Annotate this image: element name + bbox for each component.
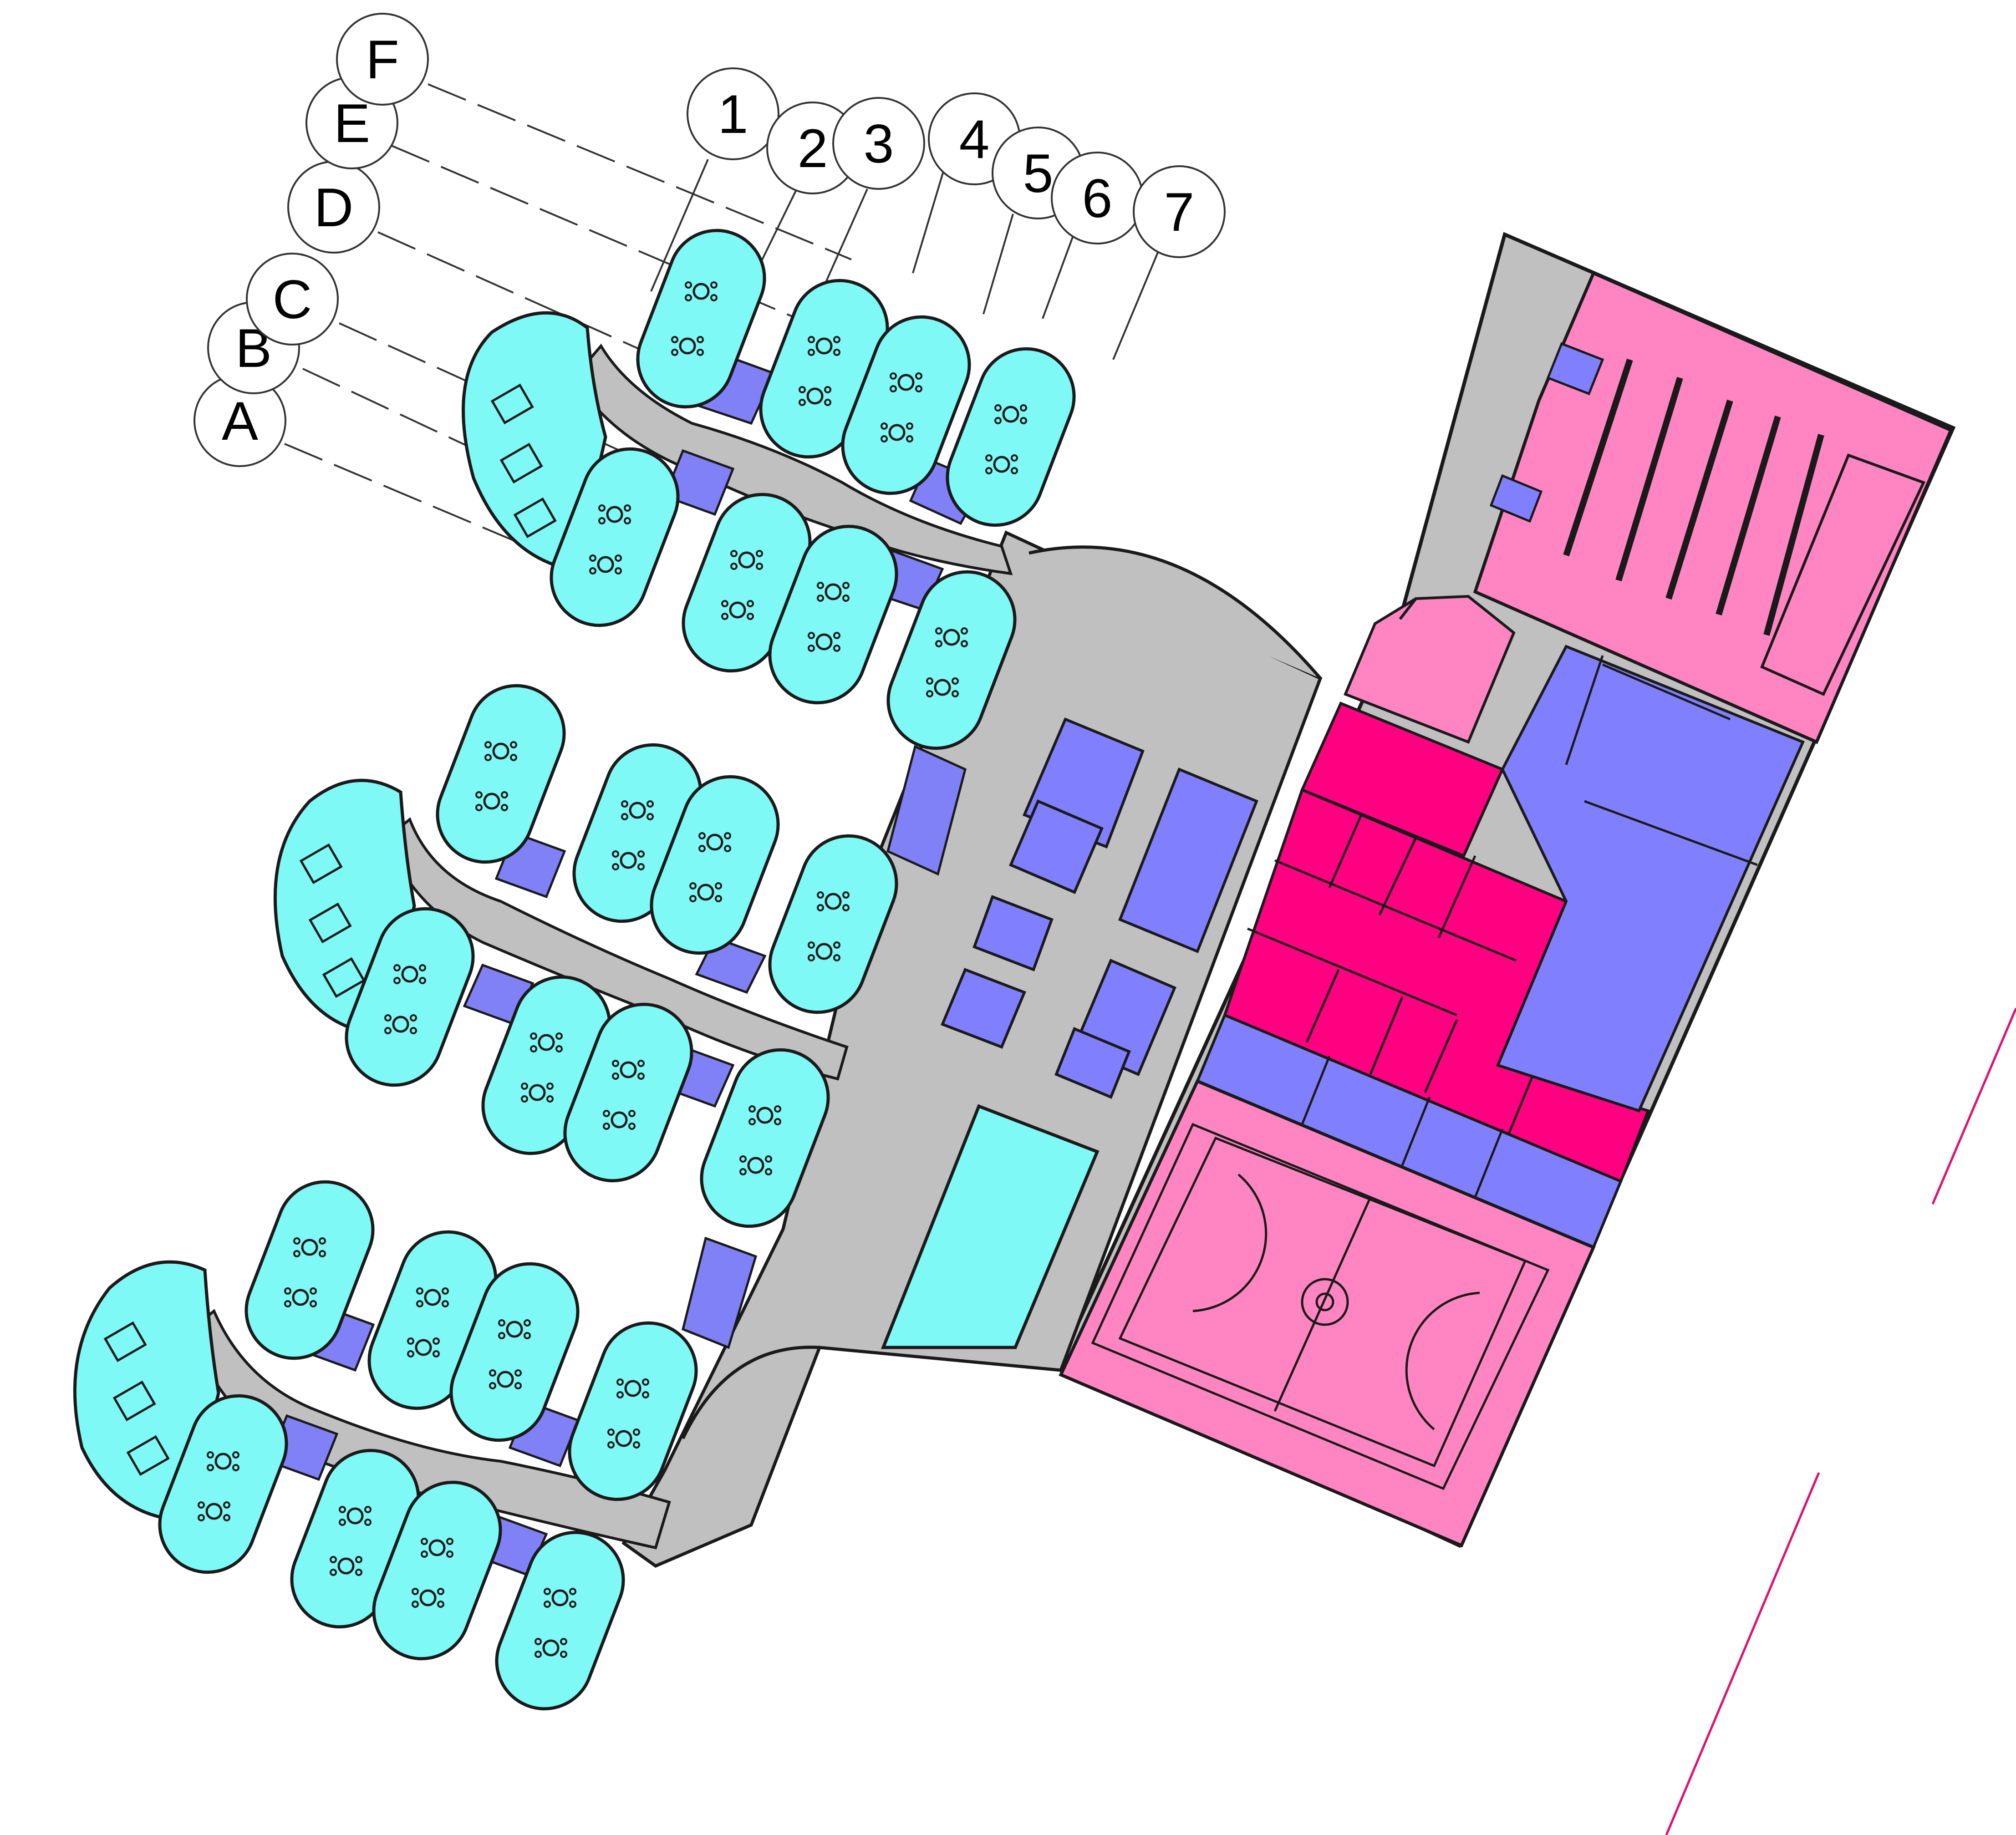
staff-room: [1344, 595, 1516, 744]
changing-partitions: [1301, 1056, 1504, 1198]
grid-bubbles-letters: A B C D E F: [193, 13, 429, 467]
support-partitions: [1565, 655, 1758, 866]
hall-store-1: [1546, 342, 1604, 396]
grid-label-f: F: [366, 29, 399, 90]
grid-bubble-6: 6: [1051, 152, 1144, 244]
central-hub: [621, 530, 1323, 1568]
site-boundary-lower: [1665, 1472, 1820, 1835]
grid-bubble-c: C: [246, 253, 339, 346]
grid-label-c: C: [273, 269, 312, 330]
grid-label-7: 7: [1164, 182, 1195, 243]
grid-label-d: D: [314, 177, 354, 238]
grid-label-2: 2: [798, 118, 828, 179]
south-curve: [681, 1346, 820, 1439]
grid-bubbles-numbers: 1 2 3 4 5 6 7: [687, 67, 1226, 258]
hub-room-5: [941, 968, 1026, 1049]
seating-rows: [1563, 358, 1824, 636]
stage: [1760, 453, 1926, 696]
grid-label-e: E: [334, 93, 370, 154]
grid-bubble-d: D: [287, 161, 380, 254]
entry-canopy: [1028, 545, 1322, 680]
east-corridor-edge: [1399, 598, 1417, 620]
grid-bubble-7: 7: [1133, 165, 1226, 258]
site-boundary-upper: [1931, 1008, 2016, 1205]
hub-room-3: [1118, 768, 1258, 953]
hub-room-2: [1009, 799, 1104, 894]
grid-label-6: 6: [1082, 168, 1113, 229]
admin-partitions: [1247, 814, 1540, 1139]
hall-store-2: [1489, 474, 1543, 523]
grid-bubble-2: 2: [766, 102, 859, 194]
basketball-court: [1091, 1123, 1550, 1490]
east-block: [1058, 232, 1956, 1548]
grid-bubble-a: A: [193, 374, 286, 467]
grid-label-a: A: [222, 391, 258, 452]
grid-label-1: 1: [718, 84, 748, 145]
library: [881, 1104, 1100, 1349]
grid-bubble-1: 1: [687, 67, 779, 160]
commons-tables: [103, 383, 557, 1476]
support-area: [1496, 645, 1805, 1113]
commons-top: [462, 311, 607, 571]
gymnasium: [1059, 1079, 1596, 1548]
admin-suite-top: [1300, 701, 1505, 858]
spine-middle: [385, 817, 849, 1081]
grid-label-5: 5: [1023, 143, 1054, 204]
grid-bubble-3: 3: [832, 97, 925, 190]
hub-room-7: [1054, 1027, 1131, 1099]
grid-bubble-f: F: [336, 13, 429, 106]
grid-label-4: 4: [959, 109, 990, 170]
hub-room-4: [972, 895, 1054, 971]
grid-label-3: 3: [864, 113, 894, 174]
